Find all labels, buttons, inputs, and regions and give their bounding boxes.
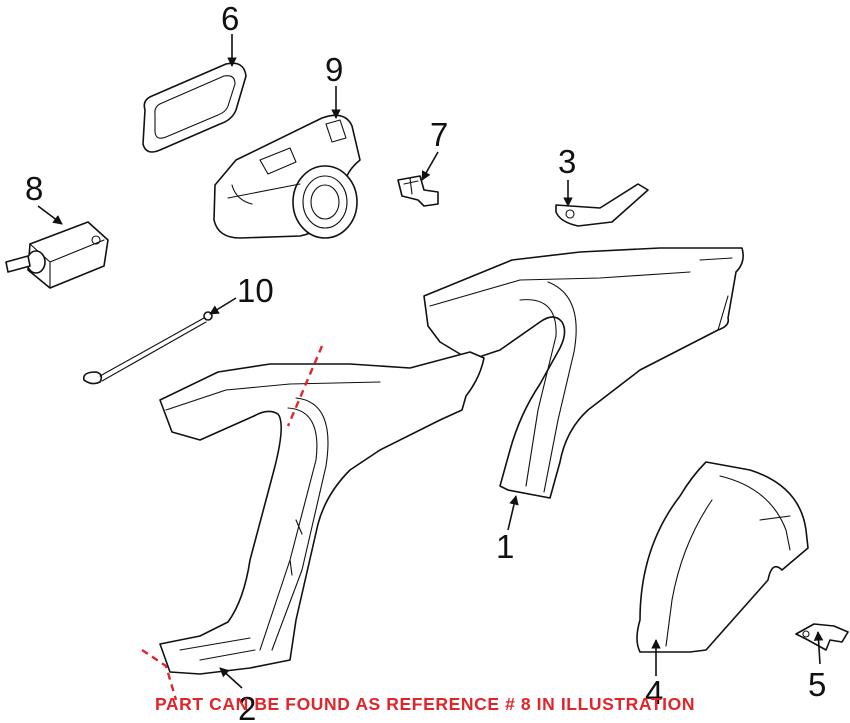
callout-6: 6 <box>221 0 239 37</box>
part-4-wheelhouse <box>636 461 809 653</box>
leaders <box>37 34 824 689</box>
part-7-clip <box>397 175 439 207</box>
callout-10: 10 <box>237 272 274 309</box>
callout-4: 4 <box>645 674 663 711</box>
part-2-inner-panel <box>159 351 485 675</box>
part-3-bracket <box>555 183 649 227</box>
callout-5: 5 <box>808 666 826 703</box>
part-1-quarter-panel <box>423 247 744 499</box>
part-9-filler-housing <box>213 114 361 239</box>
part-6-seal <box>142 62 247 153</box>
cut-lines <box>141 345 324 701</box>
callout-2: 2 <box>238 690 256 723</box>
part-10-cable <box>82 311 213 385</box>
callout-9: 9 <box>325 51 343 88</box>
part-8-actuator <box>5 221 109 289</box>
callout-labels: 6 9 7 8 3 10 1 2 4 5 <box>25 0 826 723</box>
part-5-clip <box>795 623 849 651</box>
callout-7: 7 <box>430 116 448 153</box>
cut-line-lower <box>141 649 178 701</box>
reference-note: PART CAN BE FOUND AS REFERENCE # 8 IN IL… <box>154 694 696 714</box>
callout-3: 3 <box>558 143 576 180</box>
callout-8: 8 <box>25 170 43 207</box>
callout-1: 1 <box>496 528 514 565</box>
cut-line-upper <box>286 345 324 427</box>
